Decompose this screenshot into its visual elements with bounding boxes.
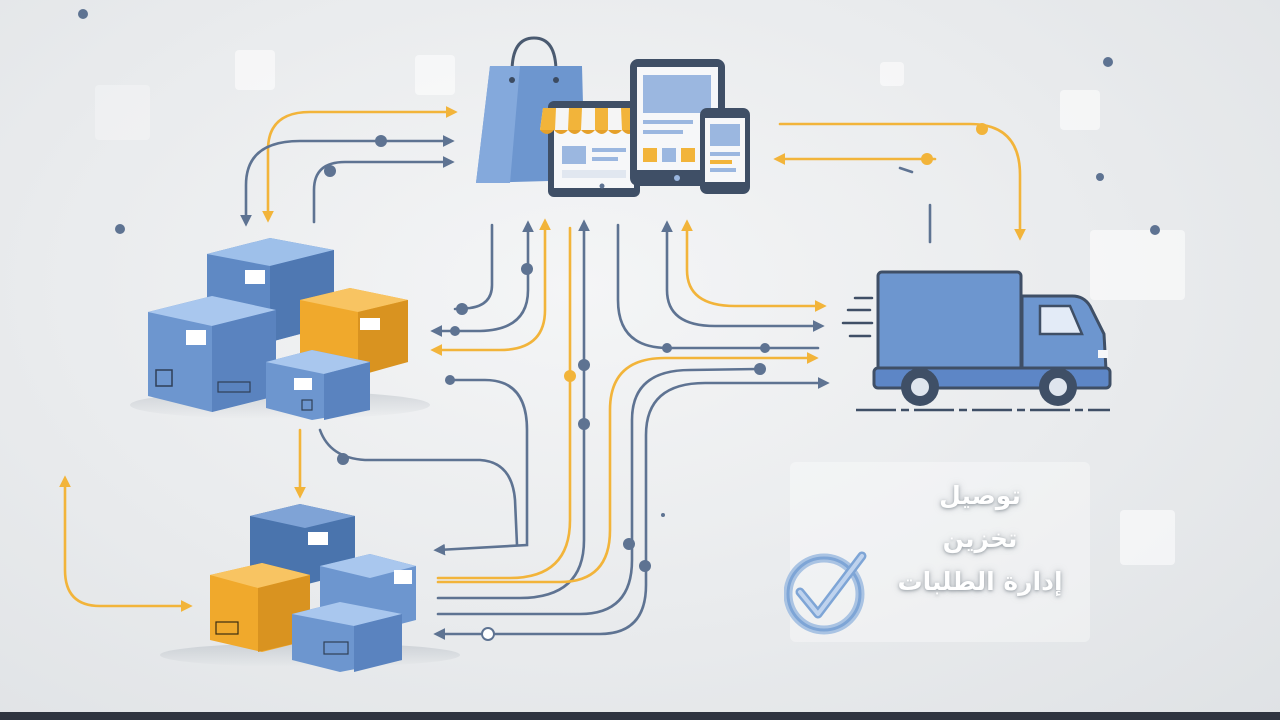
warehouse-boxes-icon [130, 238, 430, 420]
background-square [1120, 510, 1175, 565]
background-square [1090, 230, 1185, 300]
background-square [95, 85, 150, 140]
background-square [235, 50, 275, 90]
online-store-icon [540, 101, 648, 197]
decorative-dots [78, 9, 1160, 517]
services-panel [790, 462, 1090, 642]
service-label-order-management: إدارة الطلبات [897, 567, 1063, 596]
background-square [1060, 90, 1100, 130]
service-label-storage: تخزين [942, 524, 1018, 553]
phone-icon [700, 108, 750, 194]
checkmark-icon [784, 551, 867, 635]
storage-boxes-icon [160, 504, 460, 672]
service-label-delivery: توصيل [939, 481, 1021, 510]
background-square [880, 62, 904, 86]
delivery-truck-icon [841, 270, 1112, 412]
flow-nodes [324, 123, 988, 641]
background-square [415, 55, 455, 95]
bottom-bar [0, 712, 1280, 720]
services-list: توصيل تخزين إدارة الطلبات [880, 474, 1080, 603]
